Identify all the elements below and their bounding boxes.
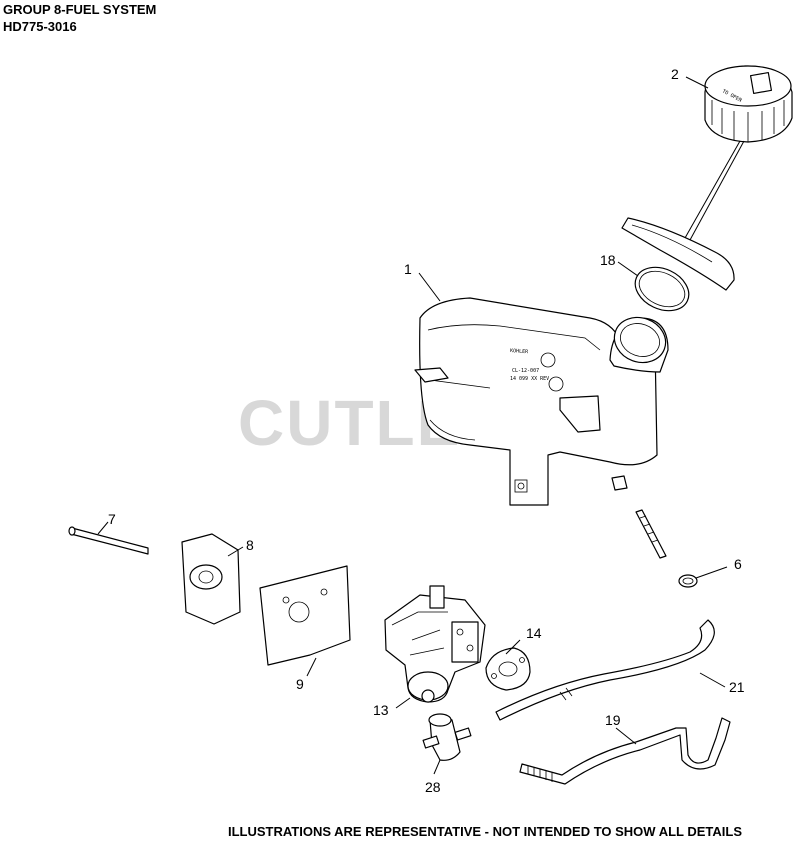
part-6-clamp[interactable] — [635, 509, 698, 588]
callout-1: 1 — [404, 261, 412, 277]
part-1-fuel-tank[interactable]: KOHLER CL-12-007 14 099 XX REV — [414, 297, 672, 506]
tank-brand-label: KOHLER — [510, 348, 529, 355]
part-21-fuel-hose[interactable] — [495, 619, 715, 721]
part-7-stud[interactable] — [68, 526, 149, 555]
part-19-fuel-line[interactable] — [519, 717, 731, 785]
callout-2: 2 — [671, 66, 679, 82]
part-2-fuel-cap[interactable]: TO OPEN — [621, 65, 793, 291]
diagram-group-title: GROUP 8-FUEL SYSTEM — [3, 2, 157, 17]
leader-lines — [97, 76, 728, 775]
tank-rev-label: 14 099 XX REV — [510, 376, 549, 382]
callout-6: 6 — [734, 556, 742, 572]
part-13-carburetor[interactable] — [384, 585, 486, 703]
part-14-gasket[interactable] — [485, 647, 531, 691]
callout-14: 14 — [526, 625, 542, 641]
disclaimer-footer: ILLUSTRATIONS ARE REPRESENTATIVE - NOT I… — [228, 824, 742, 839]
callout-13: 13 — [373, 702, 389, 718]
callout-19: 19 — [605, 712, 621, 728]
callout-7: 7 — [108, 511, 116, 527]
callout-8: 8 — [246, 537, 254, 553]
callout-9: 9 — [296, 676, 304, 692]
part-18-o-ring[interactable] — [628, 259, 696, 319]
part-8-adapter[interactable] — [181, 533, 241, 625]
part-9-gasket[interactable] — [259, 565, 351, 666]
callout-numbers: 1 2 18 6 7 8 9 13 14 21 19 28 — [108, 66, 745, 795]
tank-code-label: CL-12-007 — [512, 368, 539, 374]
callout-21: 21 — [729, 679, 745, 695]
model-number: HD775-3016 — [3, 19, 77, 34]
callout-18: 18 — [600, 252, 616, 268]
callout-28: 28 — [425, 779, 441, 795]
part-28-fuel-filter[interactable] — [422, 713, 472, 761]
